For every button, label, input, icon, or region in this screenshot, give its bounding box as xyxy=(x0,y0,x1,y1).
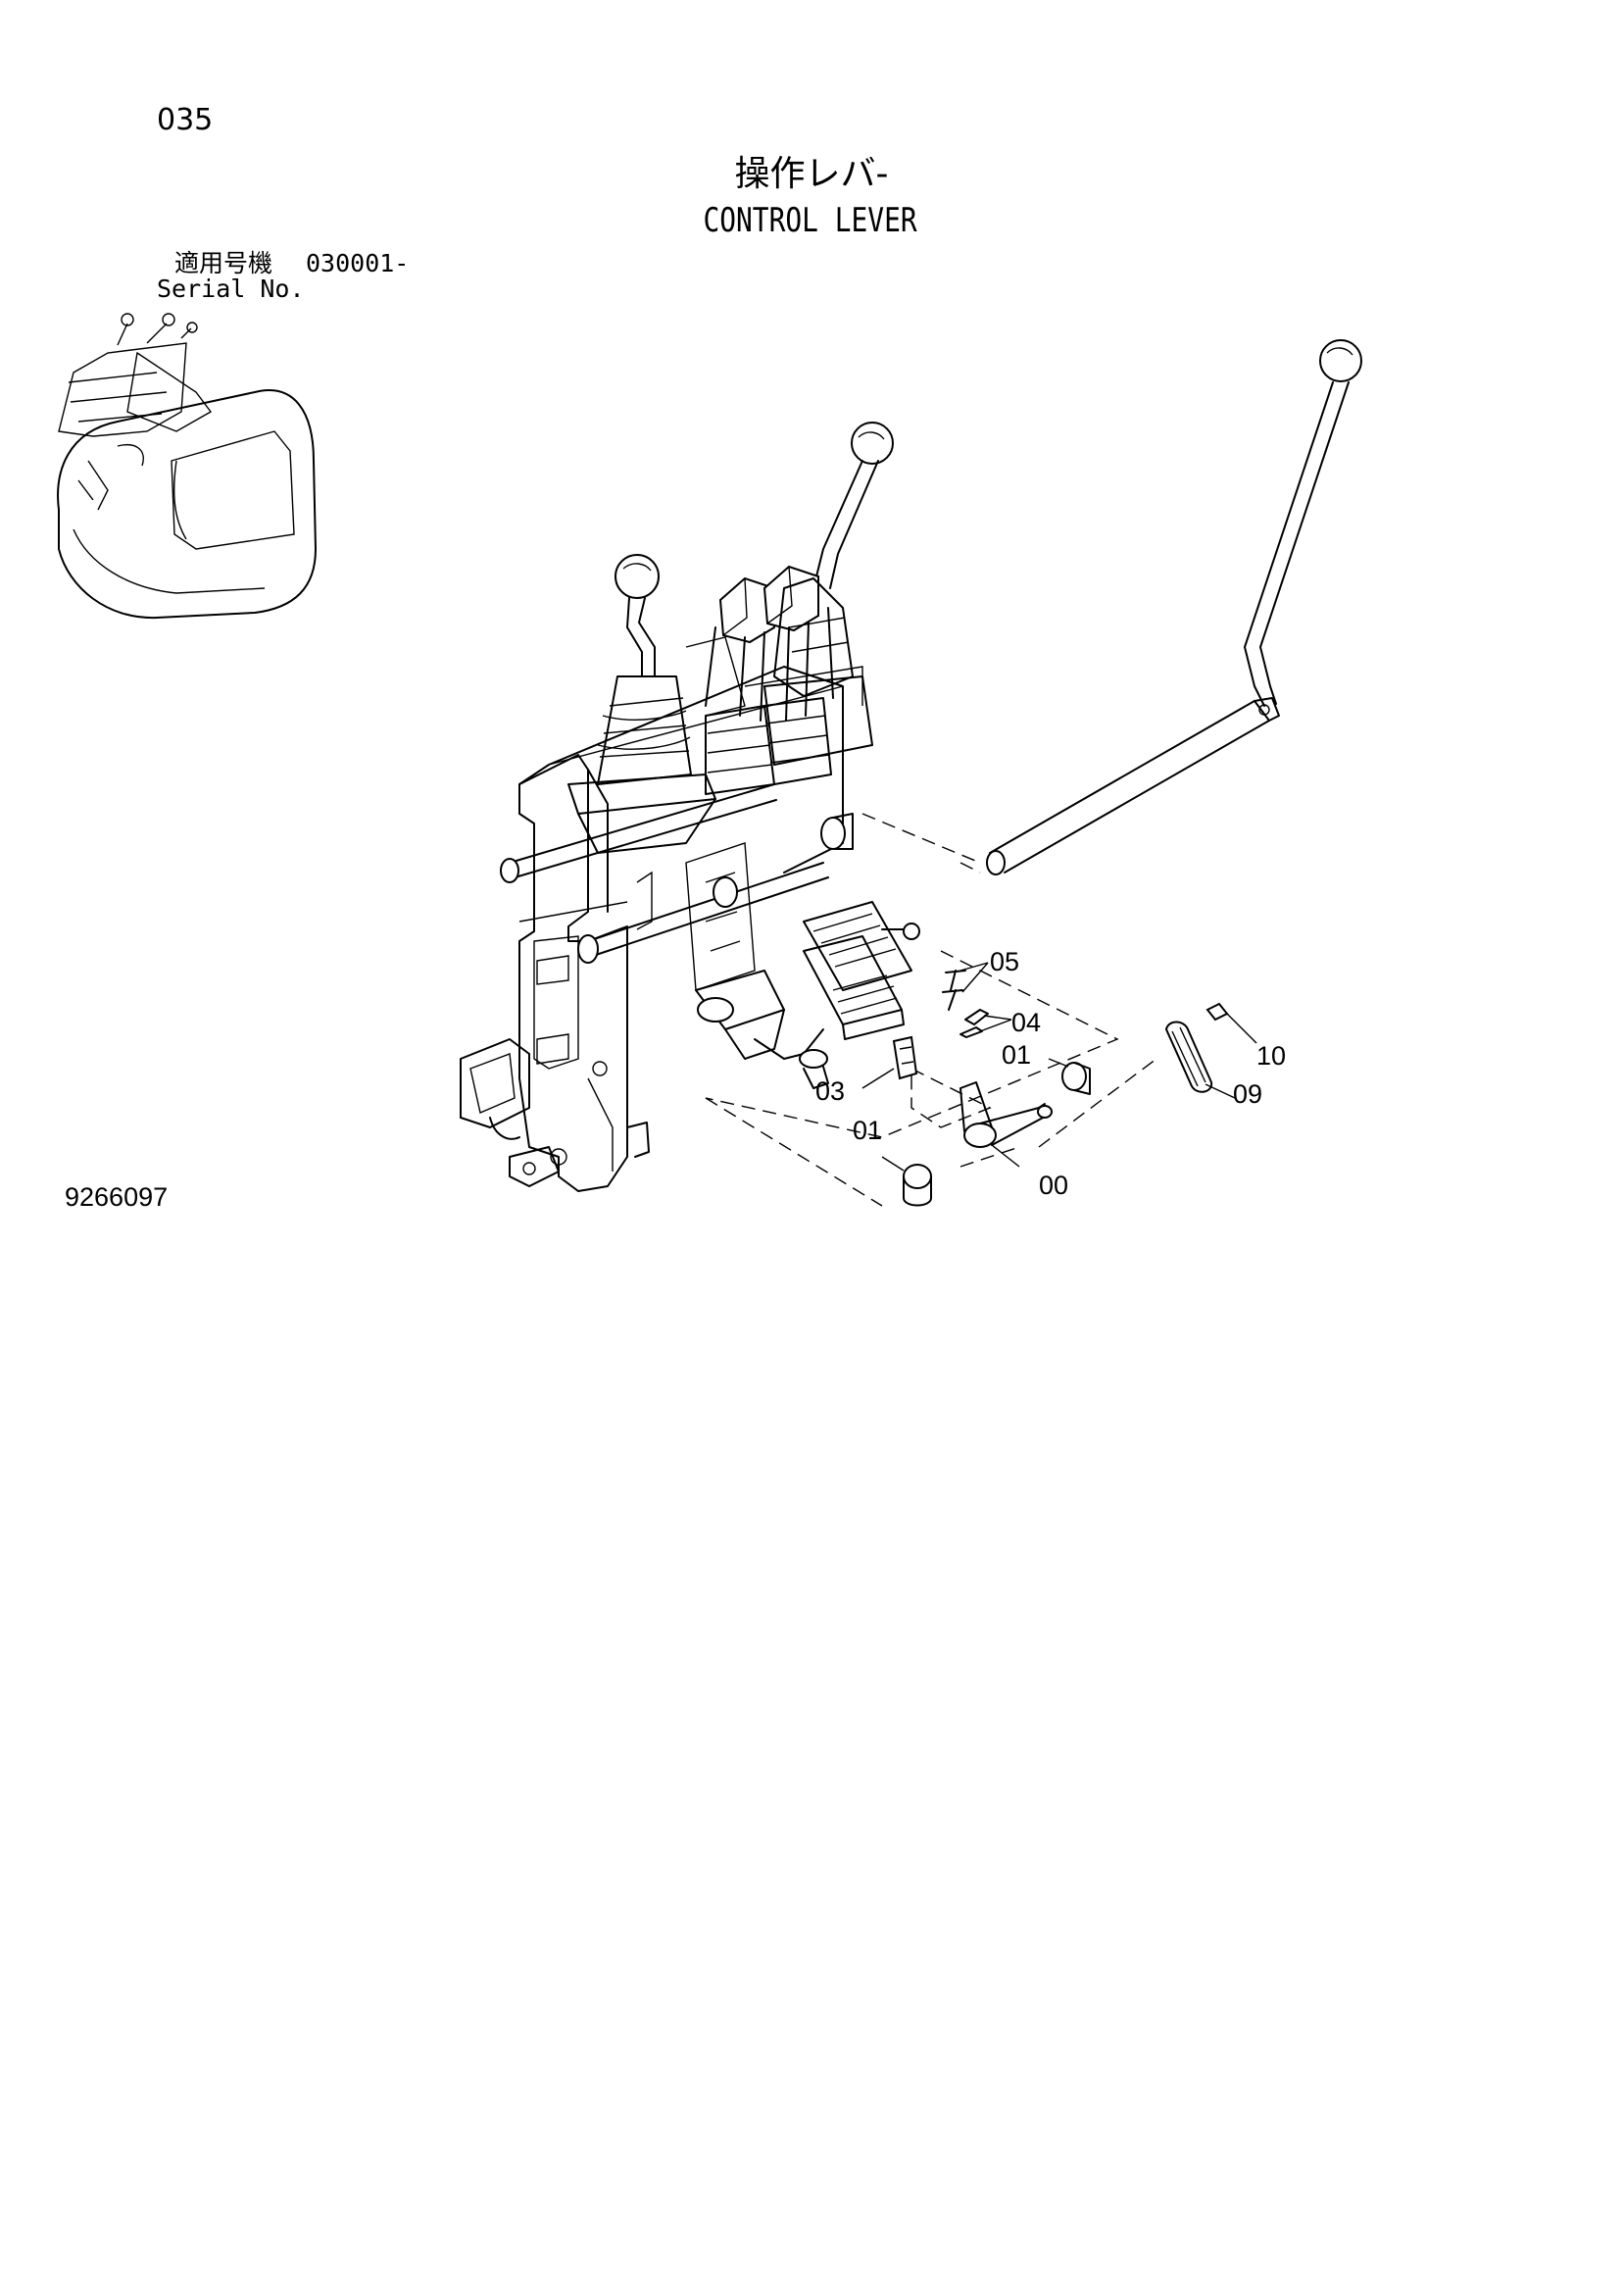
title-japanese: 操作レバ- xyxy=(734,154,889,194)
callout-04: 04 xyxy=(1011,1008,1041,1037)
long-lever xyxy=(861,339,1362,875)
serial-number: 030001- xyxy=(306,249,410,277)
location-thumbnail xyxy=(57,313,317,620)
callout-10: 10 xyxy=(1256,1041,1286,1071)
callout-labels: 05 04 01 10 03 09 01 00 xyxy=(815,947,1286,1200)
callout-03: 03 xyxy=(815,1076,845,1106)
left-joystick xyxy=(567,554,716,854)
callout-01-upper: 01 xyxy=(1002,1040,1031,1070)
callout-01-lower: 01 xyxy=(853,1116,882,1145)
travel-levers xyxy=(685,422,894,795)
crossbar-assembly xyxy=(500,783,854,991)
serial-label-japanese: 適用号機 xyxy=(174,249,273,277)
right-joystick xyxy=(744,577,873,766)
callout-05: 05 xyxy=(990,947,1019,976)
pedal-assembly xyxy=(695,901,920,1089)
control-stand-frame xyxy=(460,666,844,1192)
callout-09: 09 xyxy=(1233,1079,1262,1109)
serial-label-english: Serial No. xyxy=(157,275,305,303)
exploded-parts xyxy=(705,950,1257,1207)
drawing-number: 9266097 xyxy=(65,1182,169,1212)
callout-00: 00 xyxy=(1039,1171,1068,1200)
page-number: 035 xyxy=(157,103,214,137)
title-english: CONTROL LEVER xyxy=(703,201,917,240)
